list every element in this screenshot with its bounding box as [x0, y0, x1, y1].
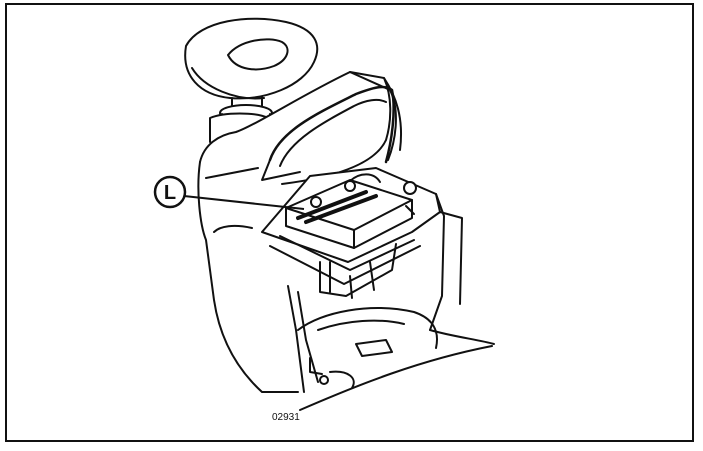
figure-number: 02931	[272, 412, 300, 423]
callout-leader-line	[183, 195, 305, 210]
battery	[285, 173, 417, 249]
lower-frame	[287, 285, 493, 411]
callout-label: L	[164, 182, 176, 204]
callout-circle	[153, 175, 187, 209]
raised-lid	[261, 85, 395, 181]
callout-l: L	[153, 175, 305, 210]
right-body-panel	[429, 193, 495, 345]
